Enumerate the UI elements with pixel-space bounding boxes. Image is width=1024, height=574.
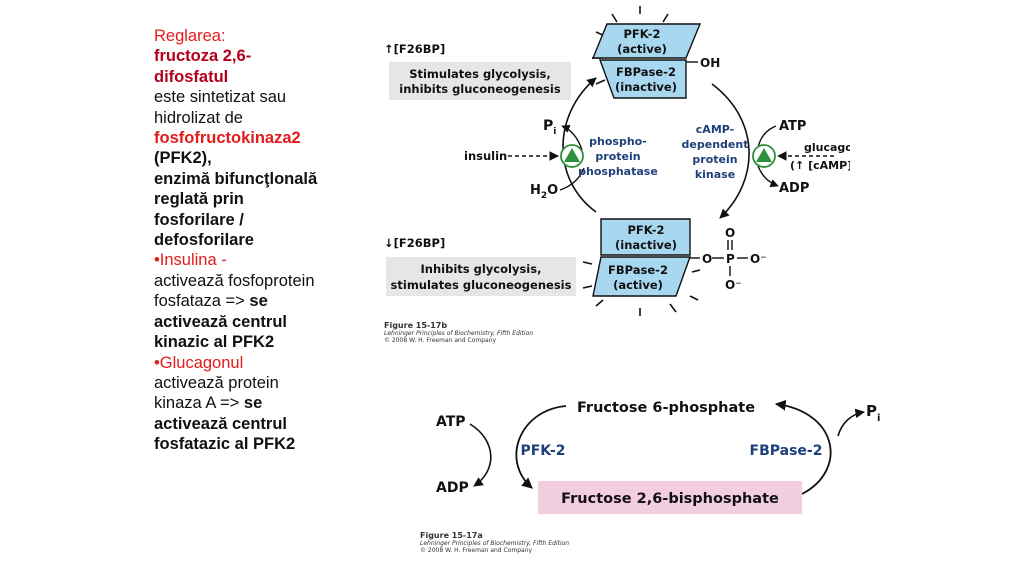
text-line: (PFK2),: [154, 149, 212, 168]
label-inhibits: Inhibits glycolysis,: [421, 262, 542, 276]
label-pfk2-inactive: (inactive): [615, 238, 677, 252]
label-inhibits: stimulates gluconeogenesis: [391, 278, 572, 292]
glucagon-bullet: •Glucagonul: [154, 353, 244, 372]
label-pfk2-active: (active): [617, 42, 667, 56]
text-line: defosforilare: [154, 231, 254, 250]
label-phosphatase: protein: [595, 150, 640, 163]
text-line: kinaza A => se: [154, 394, 263, 413]
label-fbpase2: FBPase-2: [750, 443, 823, 459]
stimulates-box: [389, 62, 571, 100]
pfk2-arrow: [515, 405, 567, 489]
text-line: kinazic al PFK2: [154, 333, 275, 352]
text-line: activează centrul: [154, 312, 287, 331]
label-phosphatase: phospho-: [589, 135, 647, 148]
svg-text:O⁻: O⁻: [750, 252, 767, 266]
text-line: activează centrul: [154, 414, 287, 433]
svg-text:O: O: [725, 226, 735, 240]
label-f6p: Fructose 6-phosphate: [577, 400, 755, 416]
text-line: fosfatazic al PFK2: [154, 435, 296, 454]
label-down-f26bp: ↓[F26BP]: [384, 236, 445, 250]
figure-caption-b: Figure 15-17b Lehninger Principles of Bi…: [384, 321, 533, 344]
pfk2-inactive-box: [600, 218, 691, 256]
label-pfk2-active: PFK-2: [624, 27, 661, 41]
pi-release-arrow: [561, 124, 583, 151]
label-oh: OH: [700, 56, 720, 70]
text-line: enzimă bifuncţlonală: [154, 169, 318, 188]
label-atp: ATP: [436, 414, 466, 430]
figure-book: Lehninger Principles of Biochemistry, Fi…: [420, 540, 570, 547]
text-line: reglată prin: [154, 190, 244, 209]
pfk2-active-box: [591, 23, 702, 59]
plus-triangle-icon: [756, 148, 772, 162]
h2o-input-arrow: [559, 167, 585, 191]
text-line: activează fosfoprotein: [154, 271, 315, 290]
label-glucagon: glucagon: [804, 141, 850, 154]
label-pfk2: PFK-2: [520, 443, 565, 459]
text-line: hidrolizat de: [154, 108, 243, 127]
figure-15-17a: Fructose 6-phosphate ATP ADP PFK-2 FBPas…: [436, 399, 880, 514]
label-pi: Pi: [866, 402, 880, 424]
text-line: este sintetizat sau: [154, 88, 287, 107]
text-line: difosfatul: [154, 67, 229, 86]
label-camp: (↑ [cAMP]): [790, 159, 850, 172]
text-line: fosforilare /: [154, 210, 244, 229]
text-line: Reglarea:: [154, 27, 226, 45]
label-stimulates: inhibits gluconeogenesis: [399, 82, 561, 96]
figure-15-17b: PFK-2 (active) FBPase-2 (inactive) OH ↑[…: [384, 6, 850, 316]
label-kinase: cAMP-: [696, 123, 734, 136]
figure-number: Figure 15-17a: [420, 531, 483, 540]
fbpase2-active-box: [592, 256, 691, 297]
label-h2o: H2O: [530, 183, 558, 201]
label-fbpase2-inactive: FBPase-2: [616, 65, 676, 79]
label-pi: Pi: [543, 118, 556, 137]
text-line: activează protein: [154, 373, 279, 392]
phosphate-group: O P O⁻ O O⁻: [690, 226, 767, 292]
label-phosphatase: phosphatase: [578, 165, 658, 178]
label-f26bp: Fructose 2,6-bisphosphate: [561, 491, 779, 507]
figure-copyright: © 2008 W. H. Freeman and Company: [420, 547, 533, 554]
label-insulin: insulin: [464, 149, 507, 163]
label-kinase: dependent: [682, 138, 749, 151]
pi-release-arrow: [837, 408, 865, 437]
label-up-f26bp: ↑[F26BP]: [384, 42, 445, 56]
text-line: fosfofructokinaza2: [154, 129, 301, 148]
text-line: fosfataza => se: [154, 292, 268, 311]
label-fbpase2-active: FBPase-2: [608, 263, 668, 277]
f26bp-box: [538, 481, 802, 514]
adp-release-arrow: [757, 165, 779, 188]
plus-triangle-icon: [564, 148, 580, 162]
atp-adp-arrow: [469, 423, 492, 487]
slide-text: Reglarea: fructoza 2,6- difosfatul este …: [154, 26, 379, 455]
inhibits-box: [386, 257, 576, 296]
label-pfk2-inactive: PFK-2: [628, 223, 665, 237]
figure-copyright: © 2008 W. H. Freeman and Company: [384, 337, 497, 344]
label-stimulates: Stimulates glycolysis,: [409, 67, 551, 81]
label-kinase: kinase: [695, 168, 735, 181]
fbpase2-arrow: [774, 399, 832, 495]
svg-text:O⁻: O⁻: [725, 278, 742, 292]
kinase-arrow: [711, 83, 750, 219]
label-fbpase2-inactive: (inactive): [615, 80, 677, 94]
phosphatase-arrow: [562, 77, 597, 213]
figure-number: Figure 15-17b: [384, 321, 448, 330]
label-adp: ADP: [436, 480, 469, 496]
fbpase2-inactive-box: [598, 59, 687, 99]
text-line: fructoza 2,6-: [154, 47, 252, 66]
label-kinase: protein: [692, 153, 737, 166]
svg-text:P: P: [726, 252, 735, 266]
label-atp: ATP: [779, 119, 806, 134]
label-fbpase2-active: (active): [613, 278, 663, 292]
figure-book: Lehninger Principles of Biochemistry, Fi…: [384, 330, 534, 337]
insulin-bullet: •Insulina -: [154, 251, 227, 270]
label-adp: ADP: [779, 181, 809, 196]
svg-text:O: O: [702, 252, 712, 266]
sparkle-lines-bottom: [582, 261, 701, 316]
figure-caption-a: Figure 15-17a Lehninger Principles of Bi…: [420, 531, 569, 554]
